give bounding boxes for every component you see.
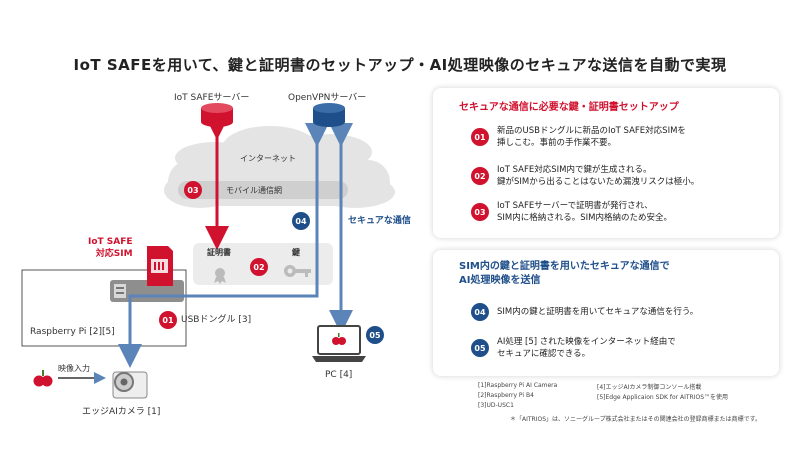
key-label: 鍵	[292, 248, 300, 257]
openvpn-server-label: OpenVPNサーバー	[288, 93, 367, 103]
page-title: IoT SAFEを用いて、鍵と証明書のセットアップ・AI処理映像のセキュアな送信…	[73, 56, 727, 74]
setup-step-01-text: 新品のUSBドングルに新品のIoT SAFE対応SIMを 挿しこむ。事前の手作業…	[497, 126, 686, 148]
iot-safe-sim-label: IoT SAFE 対応SIM	[88, 237, 133, 259]
setup-step-02-text: IoT SAFE対応SIM内で鍵が生成される。 鍵がSIMから出ることはないため…	[497, 165, 700, 187]
setup-panel-title: セキュアな通信に必要な鍵・証明書セットアップ	[459, 102, 679, 113]
transmission-panel-title: SIM内の鍵と証明書を用いたセキュアな通信で AI処理映像を送信	[459, 261, 670, 286]
transmission-step-04-badge: 04	[471, 303, 489, 321]
laptop-icon	[312, 325, 366, 362]
step-badge-03: 03	[184, 181, 202, 199]
openvpn-server-icon	[313, 103, 345, 127]
apple-icon	[332, 333, 346, 345]
video-input-label: 映像入力	[58, 364, 90, 373]
camera-icon	[112, 371, 148, 399]
usb-connector	[114, 284, 126, 298]
reference-2: [2]Raspberry Pi B4	[478, 392, 534, 399]
secure-comm-label: セキュアな通信	[348, 216, 411, 226]
step-badge-05: 05	[366, 326, 384, 344]
apple-source-icon	[33, 370, 53, 387]
edge-camera-label: エッジAIカメラ [1]	[82, 407, 161, 417]
secure-path-camera	[118, 123, 329, 368]
transmission-panel: SIM内の鍵と証明書を用いたセキュアな通信で AI処理映像を送信 04 SIM内…	[433, 250, 779, 376]
step-badge-01: 01	[159, 311, 177, 329]
setup-panel: セキュアな通信に必要な鍵・証明書セットアップ 01 新品のUSBドングルに新品の…	[433, 88, 779, 238]
reference-1: [1]Raspberry Pi AI Camera	[478, 382, 558, 389]
sim-card-icon	[147, 246, 173, 286]
setup-step-02-badge: 02	[471, 167, 489, 185]
cert-label: 証明書	[207, 248, 231, 257]
iot-safe-server-icon	[201, 103, 233, 127]
transmission-step-05-text: AI処理 [5] された映像をインターネット経由で セキュアに確認できる。	[497, 337, 676, 359]
setup-step-01-badge: 01	[471, 128, 489, 146]
usb-dongle-label: USBドングル [3]	[181, 315, 252, 325]
raspberry-pi-label: Raspberry Pi [2][5]	[30, 327, 115, 337]
reference-4: [4]エッジAIカメラ制御コンソール搭載	[597, 384, 702, 391]
mobile-network-label: モバイル通信網	[226, 186, 282, 195]
setup-step-03-badge: 03	[471, 203, 489, 221]
trademark-note: ＊「AITRIOS」は、ソニーグループ株式会社またはその関連会社の登録商標または…	[510, 416, 762, 423]
iot-safe-server-label: IoT SAFEサーバー	[174, 93, 250, 103]
step-badge-02: 02	[250, 258, 268, 276]
reference-5: [5]Edge Applicaion SDK for AITRIOS™を使用	[597, 394, 729, 401]
internet-label: インターネット	[240, 154, 296, 163]
pc-label: PC [4]	[325, 370, 353, 380]
transmission-step-04-text: SIM内の鍵と証明書を用いてセキュアな通信を行う。	[497, 307, 699, 317]
setup-step-03-text: IoT SAFEサーバーで証明書が発行され、 SIM内に格納される。SIM内格納…	[497, 201, 672, 223]
step-badge-04: 04	[292, 212, 310, 230]
reference-3: [3]UD-USC1	[478, 402, 514, 409]
transmission-step-05-badge: 05	[471, 339, 489, 357]
